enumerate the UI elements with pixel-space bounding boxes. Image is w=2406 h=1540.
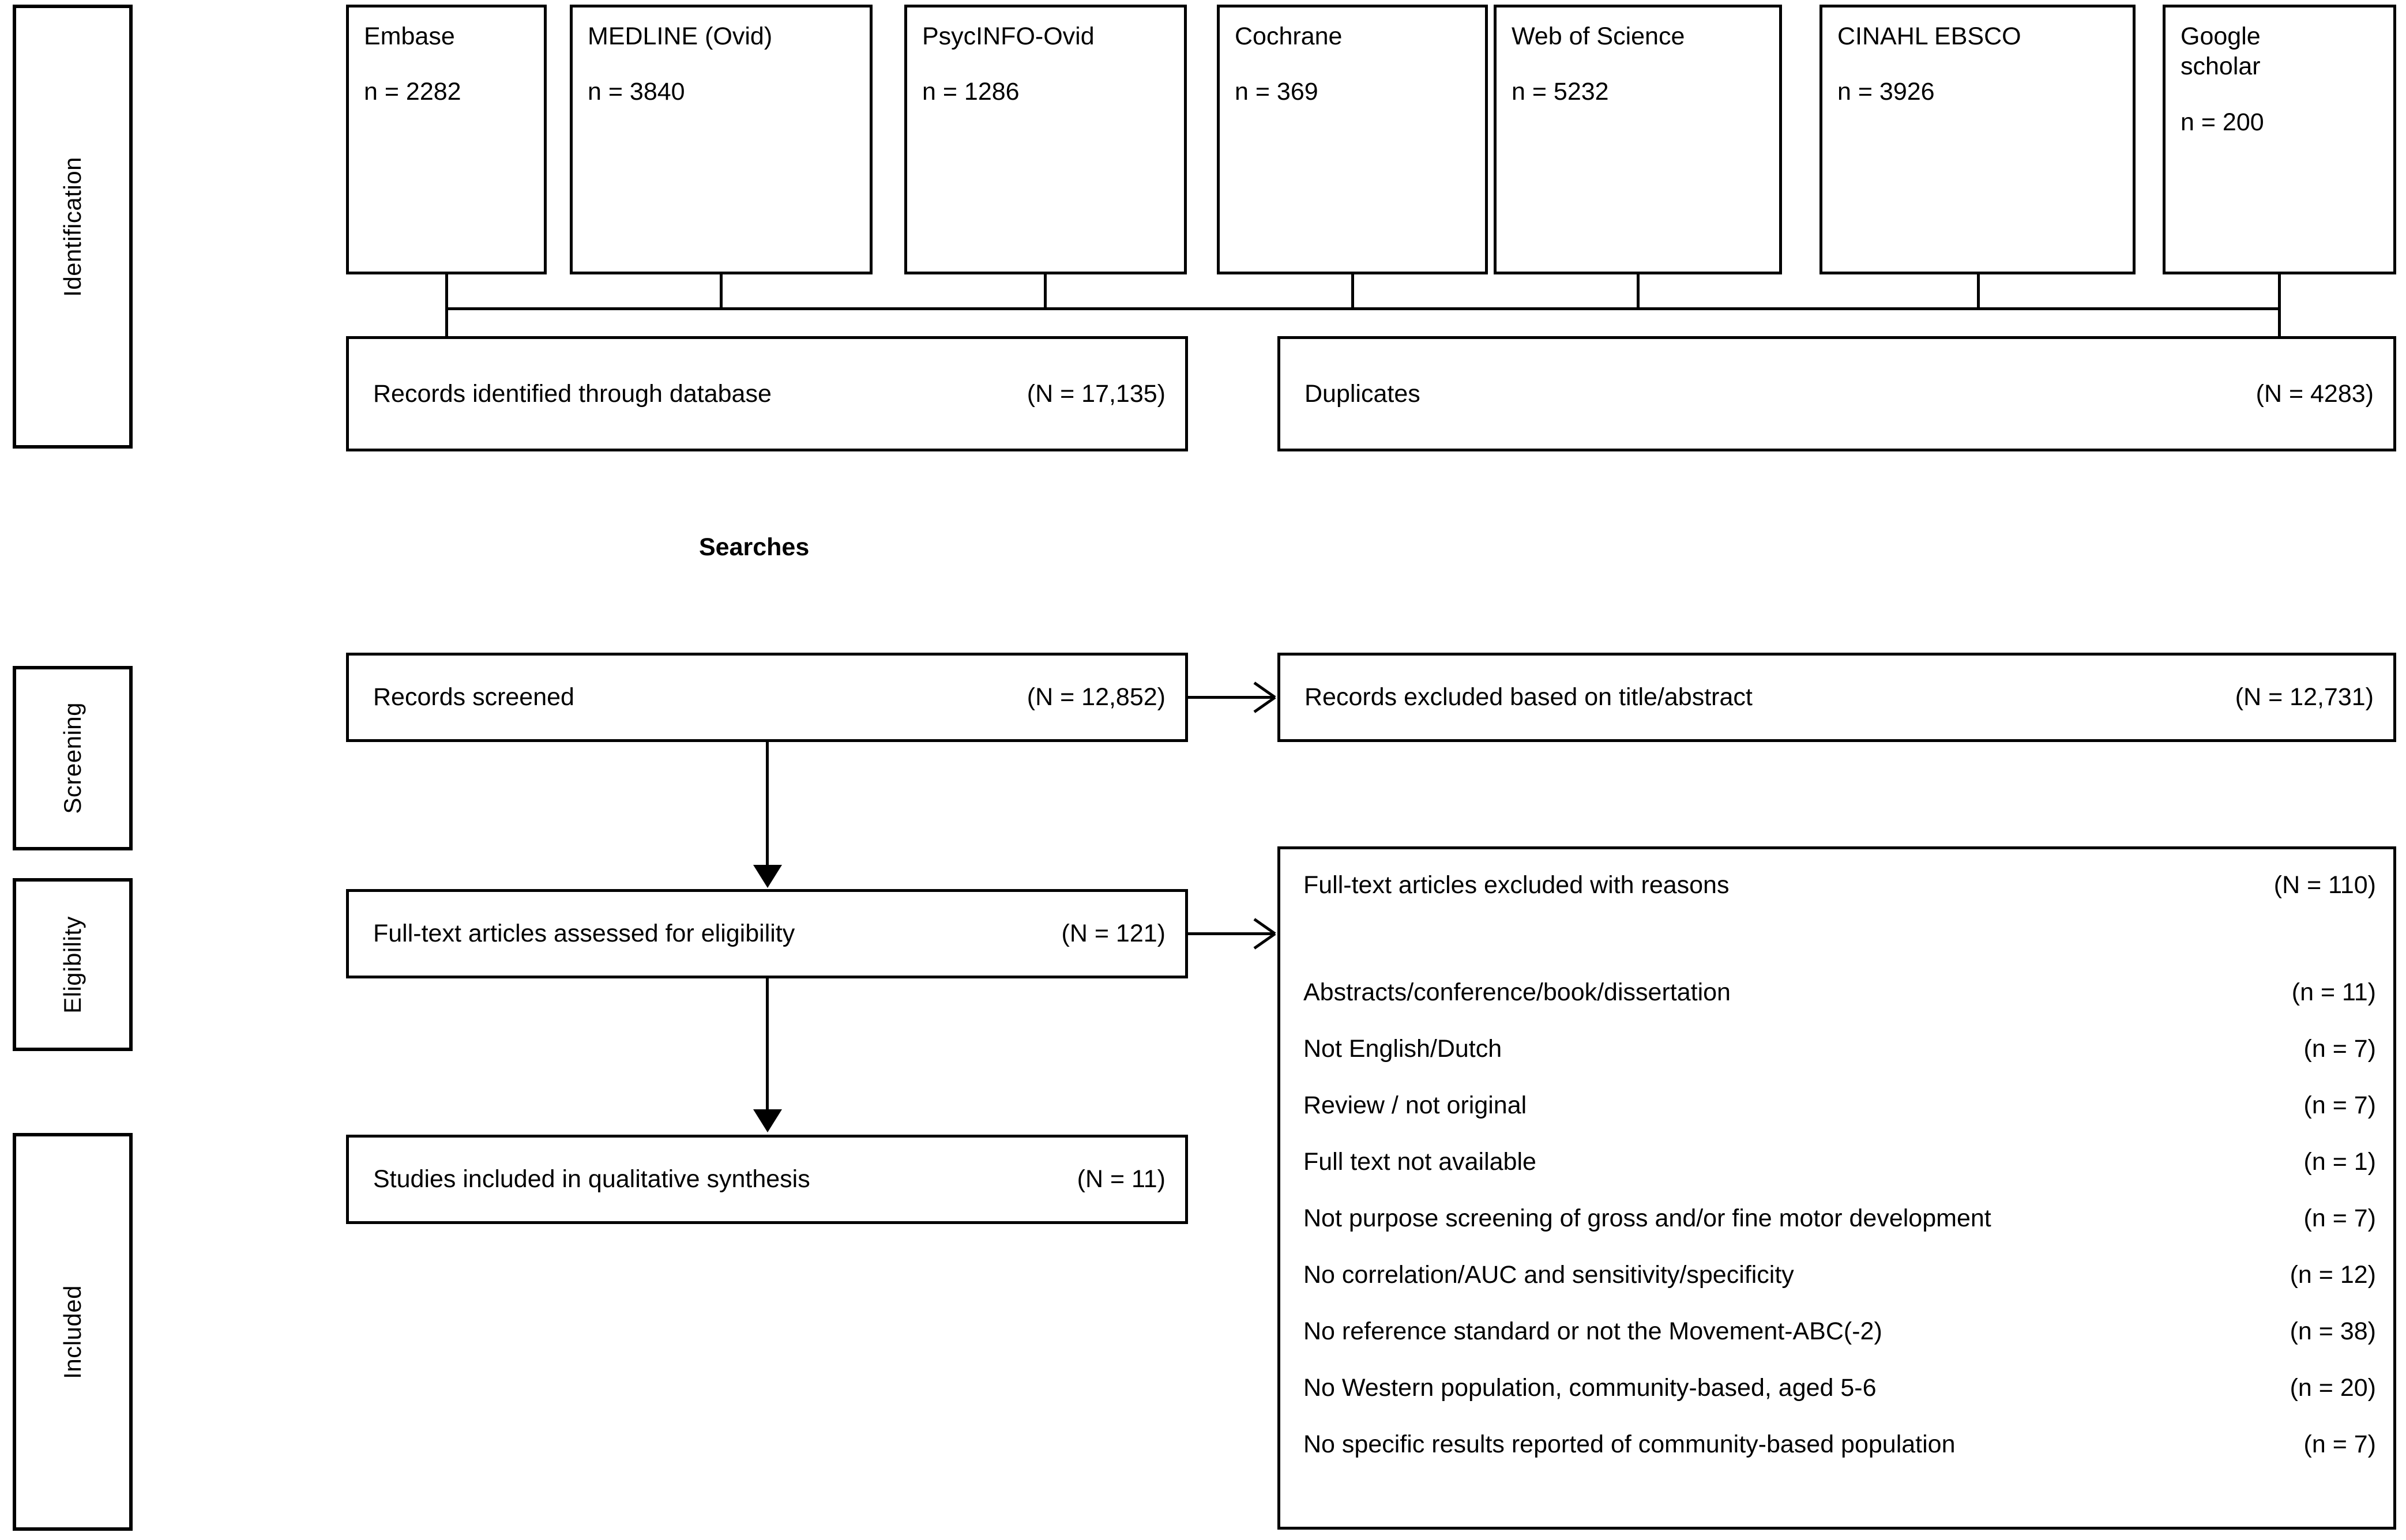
exclusion-reason-label: Review / not original bbox=[1303, 1091, 1527, 1119]
records-screened-box: Records screened (N = 12,852) bbox=[346, 653, 1188, 742]
bus-drop-identified bbox=[445, 307, 448, 336]
studies-included-label: Studies included in qualitative synthesi… bbox=[373, 1165, 810, 1193]
arrow-screened-to-excluded-head bbox=[1250, 696, 1275, 699]
source-name: CINAHL EBSCO bbox=[1837, 22, 2021, 50]
exclusion-reason-row: Review / not original (n = 7) bbox=[1303, 1091, 2376, 1121]
exclusion-reason-row: No correlation/AUC and sensitivity/speci… bbox=[1303, 1261, 2376, 1291]
exclusion-reason-row: Full text not available (n = 1) bbox=[1303, 1148, 2376, 1178]
source-connector-psycinfo bbox=[1044, 274, 1047, 310]
source-connector-cochrane bbox=[1351, 274, 1354, 310]
fulltext-excluded-count: (N = 110) bbox=[2273, 871, 2376, 899]
source-name: Embase bbox=[364, 22, 455, 50]
fulltext-assessed-count: (N = 121) bbox=[1061, 920, 1166, 947]
searches-caption: Searches bbox=[699, 533, 810, 561]
arrow-assessed-to-included-line bbox=[766, 978, 769, 1114]
exclusion-reason-count: (n = 38) bbox=[2290, 1317, 2376, 1345]
exclusion-reason-label: Not purpose screening of gross and/or fi… bbox=[1303, 1204, 1991, 1232]
stage-label-included-text: Included bbox=[59, 1285, 86, 1379]
exclusion-reason-label: No reference standard or not the Movemen… bbox=[1303, 1317, 1882, 1345]
arrow-screened-to-fulltext-line bbox=[766, 742, 769, 870]
duplicates-label: Duplicates bbox=[1304, 379, 1420, 408]
exclusion-reason-label: No Western population, community-based, … bbox=[1303, 1374, 1877, 1402]
exclusion-reason-count: (n = 7) bbox=[2303, 1091, 2376, 1119]
arrow-screened-to-fulltext-head bbox=[753, 865, 782, 888]
source-name: Cochrane bbox=[1235, 22, 1343, 50]
fulltext-excluded-reasons-box: Full-text articles excluded with reasons… bbox=[1277, 846, 2396, 1530]
exclusion-reason-row: Not English/Dutch (n = 7) bbox=[1303, 1035, 2376, 1065]
stage-label-identification-text: Identification bbox=[59, 156, 86, 297]
source-box-cochrane: Cochrane n = 369 bbox=[1217, 5, 1488, 274]
arrow-assessed-to-included-head bbox=[753, 1109, 782, 1132]
arrow-screened-to-excluded-line bbox=[1188, 696, 1275, 699]
fulltext-excluded-label: Full-text articles excluded with reasons bbox=[1303, 871, 1730, 899]
exclusion-reason-count: (n = 7) bbox=[2303, 1035, 2376, 1063]
arrow-assessed-to-reasons-line bbox=[1188, 932, 1275, 935]
source-bus-line bbox=[445, 307, 2281, 310]
source-box-web-of-science: Web of Science n = 5232 bbox=[1494, 5, 1782, 274]
records-excluded-box: Records excluded based on title/abstract… bbox=[1277, 653, 2396, 742]
exclusion-reason-row: No Western population, community-based, … bbox=[1303, 1374, 2376, 1404]
fulltext-excluded-header: Full-text articles excluded with reasons… bbox=[1303, 871, 2376, 901]
exclusion-reason-label: Abstracts/conference/book/dissertation bbox=[1303, 978, 1731, 1006]
exclusion-reason-count: (n = 12) bbox=[2290, 1261, 2376, 1289]
source-connector-cinahl bbox=[1977, 274, 1980, 310]
source-name: MEDLINE (Ovid) bbox=[588, 22, 773, 50]
stage-label-screening-text: Screening bbox=[59, 702, 86, 814]
records-identified-label: Records identified through database bbox=[373, 379, 772, 408]
duplicates-count: (N = 4283) bbox=[2255, 379, 2374, 408]
records-excluded-count: (N = 12,731) bbox=[2235, 683, 2374, 711]
records-screened-count: (N = 12,852) bbox=[1027, 683, 1166, 711]
stage-label-screening: Screening bbox=[13, 666, 133, 850]
source-count: n = 200 bbox=[2181, 108, 2264, 136]
fulltext-assessed-box: Full-text articles assessed for eligibil… bbox=[346, 889, 1188, 978]
stage-label-eligibility: Eligibility bbox=[13, 878, 133, 1051]
exclusion-reason-row: No specific results reported of communit… bbox=[1303, 1430, 2376, 1460]
studies-included-box: Studies included in qualitative synthesi… bbox=[346, 1135, 1188, 1224]
bus-drop-duplicates bbox=[2278, 274, 2281, 338]
source-box-cinahl: CINAHL EBSCO n = 3926 bbox=[1819, 5, 2136, 274]
exclusion-reason-label: Not English/Dutch bbox=[1303, 1035, 1502, 1063]
source-count: n = 369 bbox=[1235, 78, 1318, 106]
stage-label-included: Included bbox=[13, 1133, 133, 1531]
source-box-medline: MEDLINE (Ovid) n = 3840 bbox=[570, 5, 873, 274]
source-count: n = 1286 bbox=[922, 78, 1020, 106]
records-excluded-label: Records excluded based on title/abstract bbox=[1304, 683, 1753, 711]
source-connector-medline bbox=[720, 274, 723, 310]
exclusion-reason-count: (n = 7) bbox=[2303, 1430, 2376, 1458]
exclusion-reason-count: (n = 1) bbox=[2303, 1148, 2376, 1176]
source-count: n = 5232 bbox=[1512, 78, 1609, 106]
exclusion-reason-count: (n = 7) bbox=[2303, 1204, 2376, 1232]
stage-label-eligibility-text: Eligibility bbox=[59, 916, 86, 1014]
source-name: Google scholar bbox=[2181, 22, 2261, 81]
source-name: Web of Science bbox=[1512, 22, 1685, 50]
source-count: n = 3840 bbox=[588, 78, 685, 106]
source-box-embase: Embase n = 2282 bbox=[346, 5, 547, 274]
studies-included-count: (N = 11) bbox=[1077, 1165, 1166, 1193]
fulltext-assessed-label: Full-text articles assessed for eligibil… bbox=[373, 920, 795, 947]
source-connector-embase bbox=[445, 274, 448, 310]
arrow-assessed-to-reasons-head bbox=[1250, 932, 1275, 935]
exclusion-reason-count: (n = 11) bbox=[2291, 978, 2376, 1006]
exclusion-reason-label: No correlation/AUC and sensitivity/speci… bbox=[1303, 1261, 1794, 1289]
source-count: n = 3926 bbox=[1837, 78, 1935, 106]
exclusion-reason-label: No specific results reported of communit… bbox=[1303, 1430, 1956, 1458]
source-connector-web-of-science bbox=[1637, 274, 1640, 310]
stage-label-identification: Identification bbox=[13, 5, 133, 449]
records-screened-label: Records screened bbox=[373, 683, 574, 711]
exclusion-reason-count: (n = 20) bbox=[2290, 1374, 2376, 1402]
records-identified-count: (N = 17,135) bbox=[1027, 379, 1166, 408]
exclusion-reason-row: Not purpose screening of gross and/or fi… bbox=[1303, 1204, 2376, 1234]
duplicates-box: Duplicates (N = 4283) bbox=[1277, 336, 2396, 451]
exclusion-reason-label: Full text not available bbox=[1303, 1148, 1536, 1176]
source-name: PsycINFO-Ovid bbox=[922, 22, 1095, 50]
exclusion-reason-row: Abstracts/conference/book/dissertation (… bbox=[1303, 978, 2376, 1008]
source-box-google-scholar: Google scholar n = 200 bbox=[2163, 5, 2396, 274]
exclusion-reason-row: No reference standard or not the Movemen… bbox=[1303, 1317, 2376, 1347]
source-count: n = 2282 bbox=[364, 78, 461, 106]
records-identified-box: Records identified through database (N =… bbox=[346, 336, 1188, 451]
source-box-psycinfo: PsycINFO-Ovid n = 1286 bbox=[904, 5, 1187, 274]
